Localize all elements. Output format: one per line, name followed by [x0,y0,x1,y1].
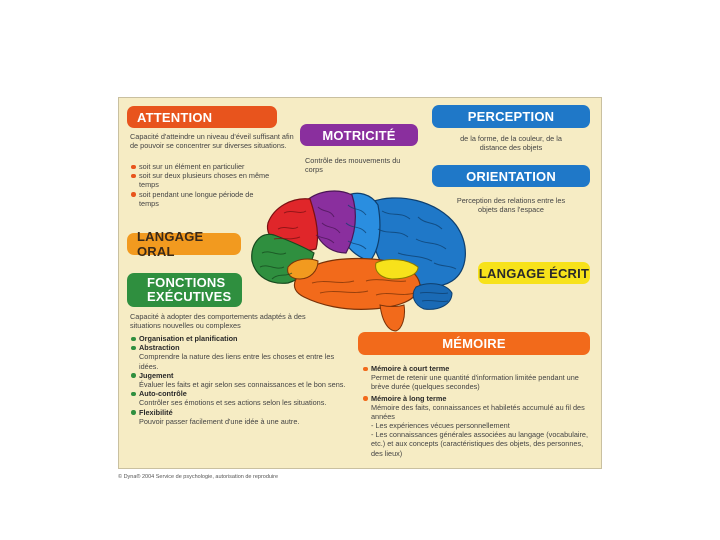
memoire-item-text: Mémoire des faits, connaissances et habi… [371,402,585,422]
perception-text: de la forme, de la couleur, de la distan… [460,134,562,153]
fonctions-item-head: Jugement [139,370,174,380]
memoire-item-head: Mémoire à long terme [371,393,447,403]
fonctions-item-text: Évaluer les faits et agir selon ses conn… [139,380,346,390]
brain-area-language-oral [287,258,319,280]
perception-header: PERCEPTION [432,105,590,128]
brain-area-language-ecrit [375,259,419,280]
fonctions-item-head: Organisation et planification [139,334,238,343]
attention-item: soit sur un élément en particulier [130,162,270,171]
fonctions-list: Organisation et planification Abstractio… [130,334,355,426]
fonctions-item-text: Pouvoir passer facilement d'une idée à u… [139,416,300,426]
fonctions-intro: Capacité à adopter des comportements ada… [130,312,306,331]
attention-item: soit sur deux plusieurs choses en même t… [130,171,270,189]
fonctions-header: FONCTIONS EXÉCUTIVES [127,273,242,307]
attention-list: soit sur un élément en particulier soit … [130,162,270,208]
brain-stem [379,304,405,332]
fonctions-item-head: Auto-contrôle [139,389,187,399]
attention-header: ATTENTION [127,106,277,128]
orientation-text: Perception des relations entre les objet… [456,196,566,215]
fonctions-item-head: Abstraction [139,343,180,353]
memoire-header: MÉMOIRE [358,332,590,355]
fonctions-item-text: Comprendre la nature des liens entre les… [139,352,335,371]
memoire-item-text: Permet de retenir une quantité d'informa… [371,373,579,392]
memoire-subitem: - Les expériences vécues personnellement [371,421,510,430]
motricite-header: MOTRICITÉ [300,124,418,146]
fonctions-title-line2: EXÉCUTIVES [147,289,232,304]
attention-item: soit pendant une longue période de temps [130,190,270,208]
fonctions-title-line1: FONCTIONS [147,275,226,290]
copyright-text: © Dyna® 2004 Service de psychologie, aut… [118,474,279,480]
langage-oral-header: LANGAGE ORAL [127,229,241,259]
brain-illustration [251,190,466,332]
fonctions-item-head: Flexibilité [139,407,173,417]
orientation-header: ORIENTATION [432,165,590,187]
memoire-subitem: - Les connaissances générales associées … [371,430,589,458]
memoire-subitems: - Les expériences vécues personnellement… [371,421,591,458]
fonctions-item: Organisation et planification [130,334,355,343]
langage-ecrit-header: LANGAGE ÉCRIT [478,262,590,284]
attention-intro: Capacité d'atteindre un niveau d'éveil s… [130,132,294,151]
motricite-text: Contrôle des mouvements du corps [305,156,401,175]
memoire-item-head: Mémoire à court terme [371,364,450,373]
brain-cerebellum [412,283,453,310]
fonctions-item-text: Contrôler ses émotions et ses actions se… [139,398,327,408]
